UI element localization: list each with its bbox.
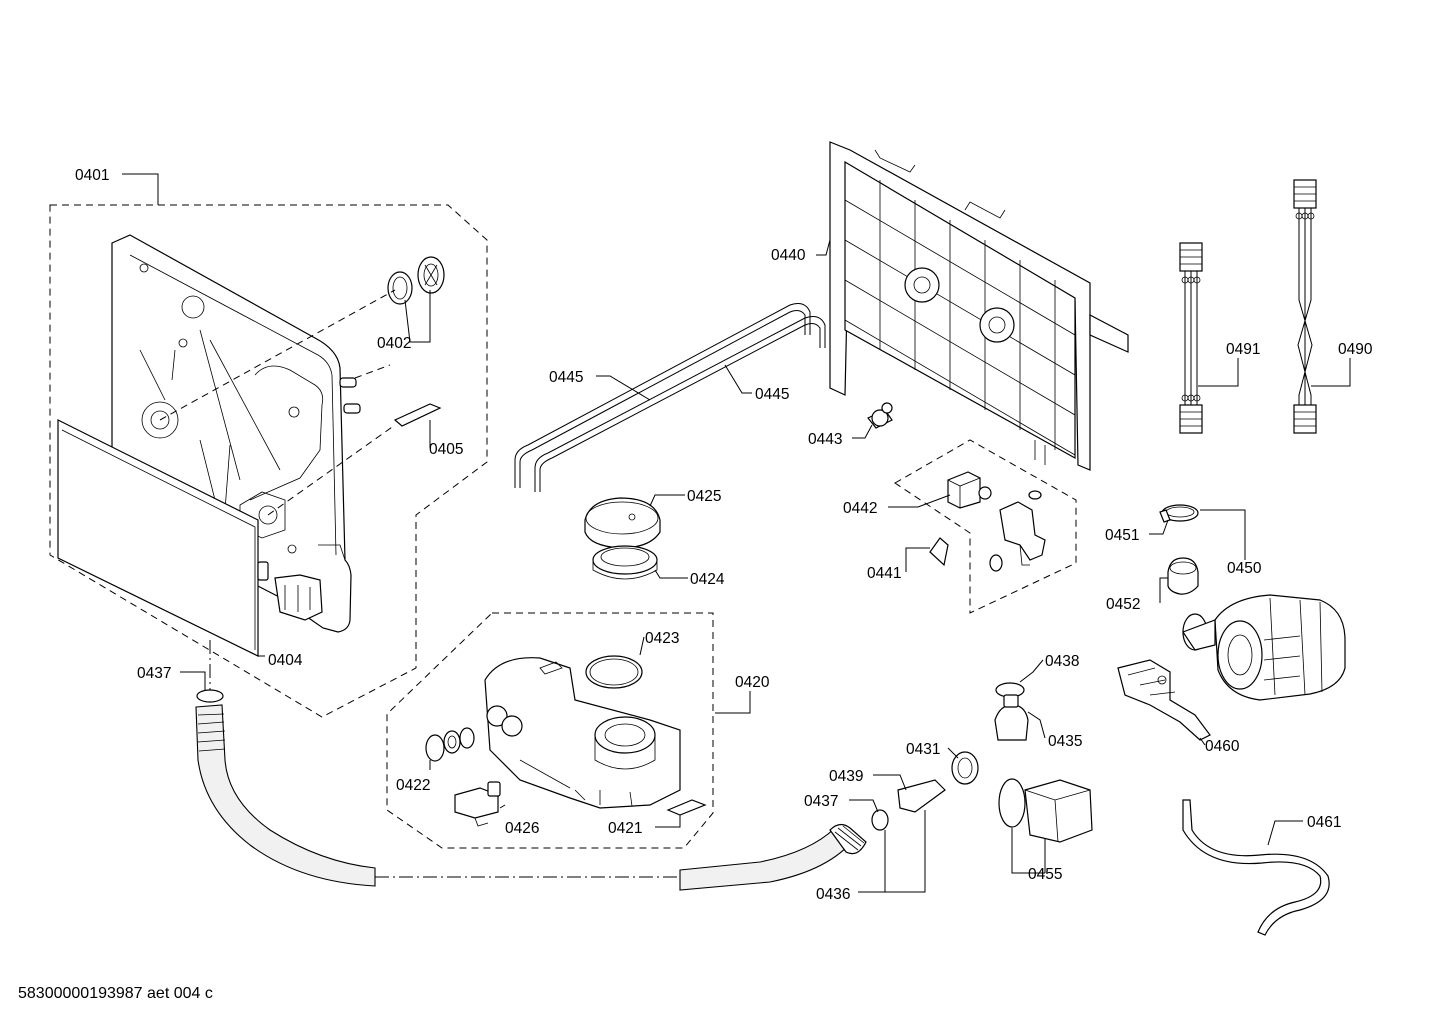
part-switch-0442[interactable] bbox=[947, 471, 992, 509]
part-ring-0437[interactable] bbox=[196, 689, 224, 703]
part-ring-0437b[interactable] bbox=[871, 809, 889, 831]
label-0422[interactable]: 0422 bbox=[396, 777, 430, 794]
leader-lines bbox=[122, 173, 1351, 893]
part-cap-0425[interactable] bbox=[584, 497, 661, 549]
group-0420 bbox=[386, 612, 714, 849]
part-cap-0441[interactable] bbox=[929, 537, 949, 567]
label-0451[interactable]: 0451 bbox=[1105, 527, 1139, 544]
part-seal-0402[interactable] bbox=[387, 271, 413, 305]
part-cable-0490[interactable] bbox=[1293, 179, 1317, 434]
part-seal-0423[interactable] bbox=[585, 655, 643, 689]
label-0405[interactable]: 0405 bbox=[429, 441, 463, 458]
part-bracket-0460[interactable] bbox=[1117, 659, 1211, 741]
label-0445-right[interactable]: 0445 bbox=[755, 386, 789, 403]
part-sensor-0426[interactable] bbox=[454, 781, 501, 827]
part-frame-0440[interactable] bbox=[829, 141, 1129, 471]
label-0424[interactable]: 0424 bbox=[690, 571, 725, 588]
label-0441[interactable]: 0441 bbox=[867, 565, 901, 582]
label-0421[interactable]: 0421 bbox=[608, 820, 642, 837]
label-0443[interactable]: 0443 bbox=[808, 431, 842, 448]
label-0491[interactable]: 0491 bbox=[1226, 341, 1260, 358]
label-0450[interactable]: 0450 bbox=[1227, 560, 1262, 577]
label-0431[interactable]: 0431 bbox=[906, 741, 940, 758]
label-0426[interactable]: 0426 bbox=[505, 820, 539, 837]
label-0439[interactable]: 0439 bbox=[829, 768, 863, 785]
label-0401[interactable]: 0401 bbox=[75, 167, 109, 184]
part-labels: 0401 0402 0405 0404 0437 0440 0445 0445 … bbox=[75, 167, 1373, 903]
label-0402[interactable]: 0402 bbox=[377, 335, 411, 352]
label-0460[interactable]: 0460 bbox=[1205, 738, 1240, 755]
part-valve-0443[interactable] bbox=[867, 402, 893, 429]
label-0437-lower[interactable]: 0437 bbox=[804, 793, 838, 810]
part-hose-0461[interactable] bbox=[1182, 799, 1330, 936]
label-0436[interactable]: 0436 bbox=[816, 886, 850, 903]
label-0425[interactable]: 0425 bbox=[687, 488, 721, 505]
drawing-id: 58300000193987 aet 004 c bbox=[18, 985, 213, 1002]
label-0445-left[interactable]: 0445 bbox=[549, 369, 583, 386]
part-heater-0455[interactable] bbox=[1024, 779, 1093, 843]
part-oring-0455[interactable] bbox=[998, 778, 1026, 828]
label-0440[interactable]: 0440 bbox=[771, 247, 806, 264]
part-pump-0450[interactable] bbox=[1182, 594, 1346, 701]
label-0455[interactable]: 0455 bbox=[1028, 866, 1062, 883]
part-clip-0405[interactable] bbox=[393, 403, 442, 427]
part-cable-0491[interactable] bbox=[1179, 242, 1203, 434]
label-0438[interactable]: 0438 bbox=[1045, 653, 1079, 670]
label-0423[interactable]: 0423 bbox=[645, 630, 679, 647]
part-ring-0424[interactable] bbox=[592, 545, 658, 580]
label-0452[interactable]: 0452 bbox=[1106, 596, 1140, 613]
part-sump-0420[interactable] bbox=[484, 657, 681, 809]
drain-hose-assembly bbox=[195, 640, 867, 891]
part-valve-0435[interactable] bbox=[994, 694, 1029, 741]
part-corrugated-hose[interactable] bbox=[195, 704, 376, 887]
part-clamp-0451[interactable] bbox=[1159, 504, 1199, 523]
part-tubes-0445[interactable] bbox=[514, 303, 826, 492]
label-0437-upper[interactable]: 0437 bbox=[137, 665, 171, 682]
group-0442 bbox=[894, 439, 1077, 614]
part-seals-0422[interactable] bbox=[425, 727, 475, 762]
part-connector-0452[interactable] bbox=[1167, 557, 1199, 595]
label-0420[interactable]: 0420 bbox=[735, 674, 770, 691]
label-0461[interactable]: 0461 bbox=[1307, 814, 1341, 831]
group-0401 bbox=[49, 204, 488, 718]
part-clip-0439[interactable] bbox=[897, 779, 946, 813]
label-0435[interactable]: 0435 bbox=[1048, 733, 1082, 750]
label-0442[interactable]: 0442 bbox=[843, 500, 877, 517]
part-sensor[interactable] bbox=[999, 501, 1046, 566]
label-0404[interactable]: 0404 bbox=[268, 652, 303, 669]
label-0490[interactable]: 0490 bbox=[1338, 341, 1373, 358]
part-clip-0421[interactable] bbox=[666, 799, 707, 816]
part-nut-0431[interactable] bbox=[951, 751, 979, 785]
part-hose-end-0436[interactable] bbox=[829, 823, 867, 855]
